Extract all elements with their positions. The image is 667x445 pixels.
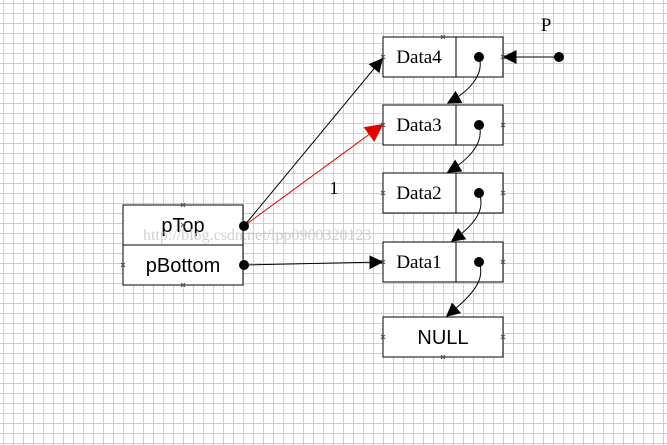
node-data4-label: Data4 xyxy=(396,47,442,68)
null-node: NULL xyxy=(382,316,504,358)
node-data2-label: Data2 xyxy=(396,183,441,204)
ptop-label: pTop xyxy=(161,215,204,237)
data4-next-dot xyxy=(474,52,484,62)
node-data1-label: Data1 xyxy=(396,252,441,273)
connection-handles xyxy=(120,34,506,360)
node-data4: Data4 xyxy=(382,36,504,78)
pbottom-label: pBottom xyxy=(146,255,220,277)
p-dot xyxy=(554,52,564,62)
pbottom-dot xyxy=(239,260,249,270)
link-data3-to-data2 xyxy=(446,124,481,173)
data1-next-dot xyxy=(474,257,484,267)
new-arrow-label: 1 xyxy=(330,178,339,198)
link-data4-to-data3 xyxy=(446,56,481,104)
link-data2-to-data1 xyxy=(450,192,482,242)
ptop-dot xyxy=(239,221,249,231)
stack-struct-box: pTop pBottom xyxy=(122,204,244,286)
pointer-p-label: P xyxy=(541,15,552,36)
node-data3: Data3 xyxy=(382,104,504,146)
arrow-ptop-to-data4 xyxy=(243,57,383,227)
node-data1: Data1 xyxy=(382,241,504,283)
arrow-pbottom-to-data1 xyxy=(243,255,384,270)
node-data3-label: Data3 xyxy=(396,115,441,136)
null-label: NULL xyxy=(417,327,468,349)
data2-next-dot xyxy=(474,188,484,198)
node-data2: Data2 xyxy=(382,172,504,214)
link-data1-to-null xyxy=(445,261,482,317)
arrow-ptop-to-data3 xyxy=(243,123,384,227)
watermark: http://blog.csdn.net/lpp0900320123 xyxy=(143,227,371,244)
data3-next-dot xyxy=(474,120,484,130)
